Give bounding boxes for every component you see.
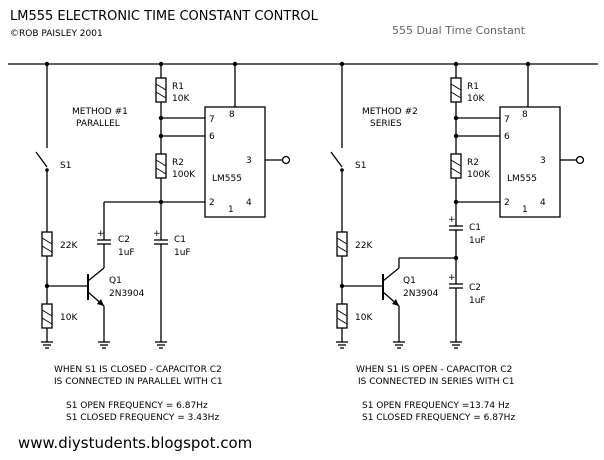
label-c1: C1 xyxy=(174,235,186,245)
resistor-r1 xyxy=(450,77,462,103)
output-terminal xyxy=(281,155,291,165)
resistor-r1 xyxy=(155,77,167,103)
method2-circuit: S1 22K 10K Q1 2N3904 R1 10 xyxy=(330,61,585,423)
resistor-10k xyxy=(41,303,53,329)
label-c2: C2 xyxy=(469,283,481,293)
label-q1: Q1 xyxy=(403,276,416,286)
svg-text:8: 8 xyxy=(522,110,528,120)
label-q1-value: 2N3904 xyxy=(403,289,439,299)
method1-circuit: S1 22K 10K Q1 2N3904 + C2 1u xyxy=(35,61,291,423)
chip-label: LM555 xyxy=(212,174,242,184)
label-c2: C2 xyxy=(118,235,130,245)
svg-text:4: 4 xyxy=(540,198,546,208)
method1-freq-open: S1 OPEN FREQUENCY = 6.87Hz xyxy=(66,401,208,411)
svg-text:+: + xyxy=(448,215,456,225)
header-right: 555 Dual Time Constant xyxy=(392,24,526,37)
svg-text:+: + xyxy=(153,229,161,239)
label-q1: Q1 xyxy=(109,276,122,286)
resistor-10k xyxy=(336,303,348,329)
copyright: ©ROB PAISLEY 2001 xyxy=(10,29,103,39)
label-r1: R1 xyxy=(172,82,184,92)
lm555-chip xyxy=(204,106,266,218)
method2-desc-line2: IS CONNECTED IN SERIES WITH C1 xyxy=(358,377,515,387)
svg-text:3: 3 xyxy=(246,156,252,166)
method1-heading: METHOD #1 xyxy=(72,107,128,117)
resistor-22k xyxy=(336,231,348,257)
svg-text:7: 7 xyxy=(504,115,510,125)
svg-text:7: 7 xyxy=(209,115,215,125)
svg-text:+: + xyxy=(448,273,456,283)
method2-freq-closed: S1 CLOSED FREQUENCY = 6.87Hz xyxy=(362,413,515,423)
svg-text:1: 1 xyxy=(522,205,528,215)
label-c2-value: 1uF xyxy=(118,248,135,258)
label-r2: R2 xyxy=(467,158,479,168)
label-q1-value: 2N3904 xyxy=(109,289,145,299)
chip-label: LM555 xyxy=(507,174,537,184)
method2-freq-open: S1 OPEN FREQUENCY =13.74 Hz xyxy=(362,401,510,411)
svg-text:4: 4 xyxy=(246,198,252,208)
svg-text:2: 2 xyxy=(504,198,510,208)
svg-text:8: 8 xyxy=(229,110,235,120)
method1-freq-closed: S1 CLOSED FREQUENCY = 3.43Hz xyxy=(66,413,219,423)
svg-text:3: 3 xyxy=(540,156,546,166)
switch-s1 xyxy=(35,151,48,168)
svg-text:1: 1 xyxy=(228,205,234,215)
label-s1: S1 xyxy=(355,161,366,171)
footer-url: www.diystudents.blogspot.com xyxy=(18,434,252,452)
label-22k: 22K xyxy=(60,241,78,251)
method1-desc-line2: IS CONNECTED IN PARALLEL WITH C1 xyxy=(54,377,223,387)
switch-s1 xyxy=(330,151,343,168)
method2-subheading: SERIES xyxy=(370,119,402,129)
resistor-r2 xyxy=(155,153,167,179)
resistor-22k xyxy=(41,231,53,257)
label-r2-value: 100K xyxy=(467,170,491,180)
resistor-r2 xyxy=(450,153,462,179)
label-r1-value: 10K xyxy=(172,94,190,104)
label-r2-value: 100K xyxy=(172,170,196,180)
label-s1: S1 xyxy=(60,161,71,171)
label-10k: 10K xyxy=(355,313,373,323)
svg-text:2: 2 xyxy=(209,198,215,208)
label-c2-value: 1uF xyxy=(469,296,486,306)
label-r1: R1 xyxy=(467,82,479,92)
label-r2: R2 xyxy=(172,158,184,168)
svg-text:+: + xyxy=(97,229,105,239)
method2-heading: METHOD #2 xyxy=(362,107,418,117)
label-10k: 10K xyxy=(60,313,78,323)
label-c1-value: 1uF xyxy=(174,248,191,258)
diagram-title: LM555 ELECTRONIC TIME CONSTANT CONTROL xyxy=(10,9,319,24)
method1-subheading: PARALLEL xyxy=(76,119,120,129)
method1-desc-line1: WHEN S1 IS CLOSED - CAPACITOR C2 xyxy=(54,365,222,375)
svg-text:6: 6 xyxy=(209,132,215,142)
label-c1: C1 xyxy=(469,223,481,233)
label-22k: 22K xyxy=(355,241,373,251)
label-r1-value: 10K xyxy=(467,94,485,104)
label-c1-value: 1uF xyxy=(469,236,486,246)
method2-desc-line1: WHEN S1 IS OPEN - CAPACITOR C2 xyxy=(356,365,512,375)
output-terminal xyxy=(575,155,585,165)
svg-text:6: 6 xyxy=(504,132,510,142)
lm555-chip xyxy=(499,106,561,218)
